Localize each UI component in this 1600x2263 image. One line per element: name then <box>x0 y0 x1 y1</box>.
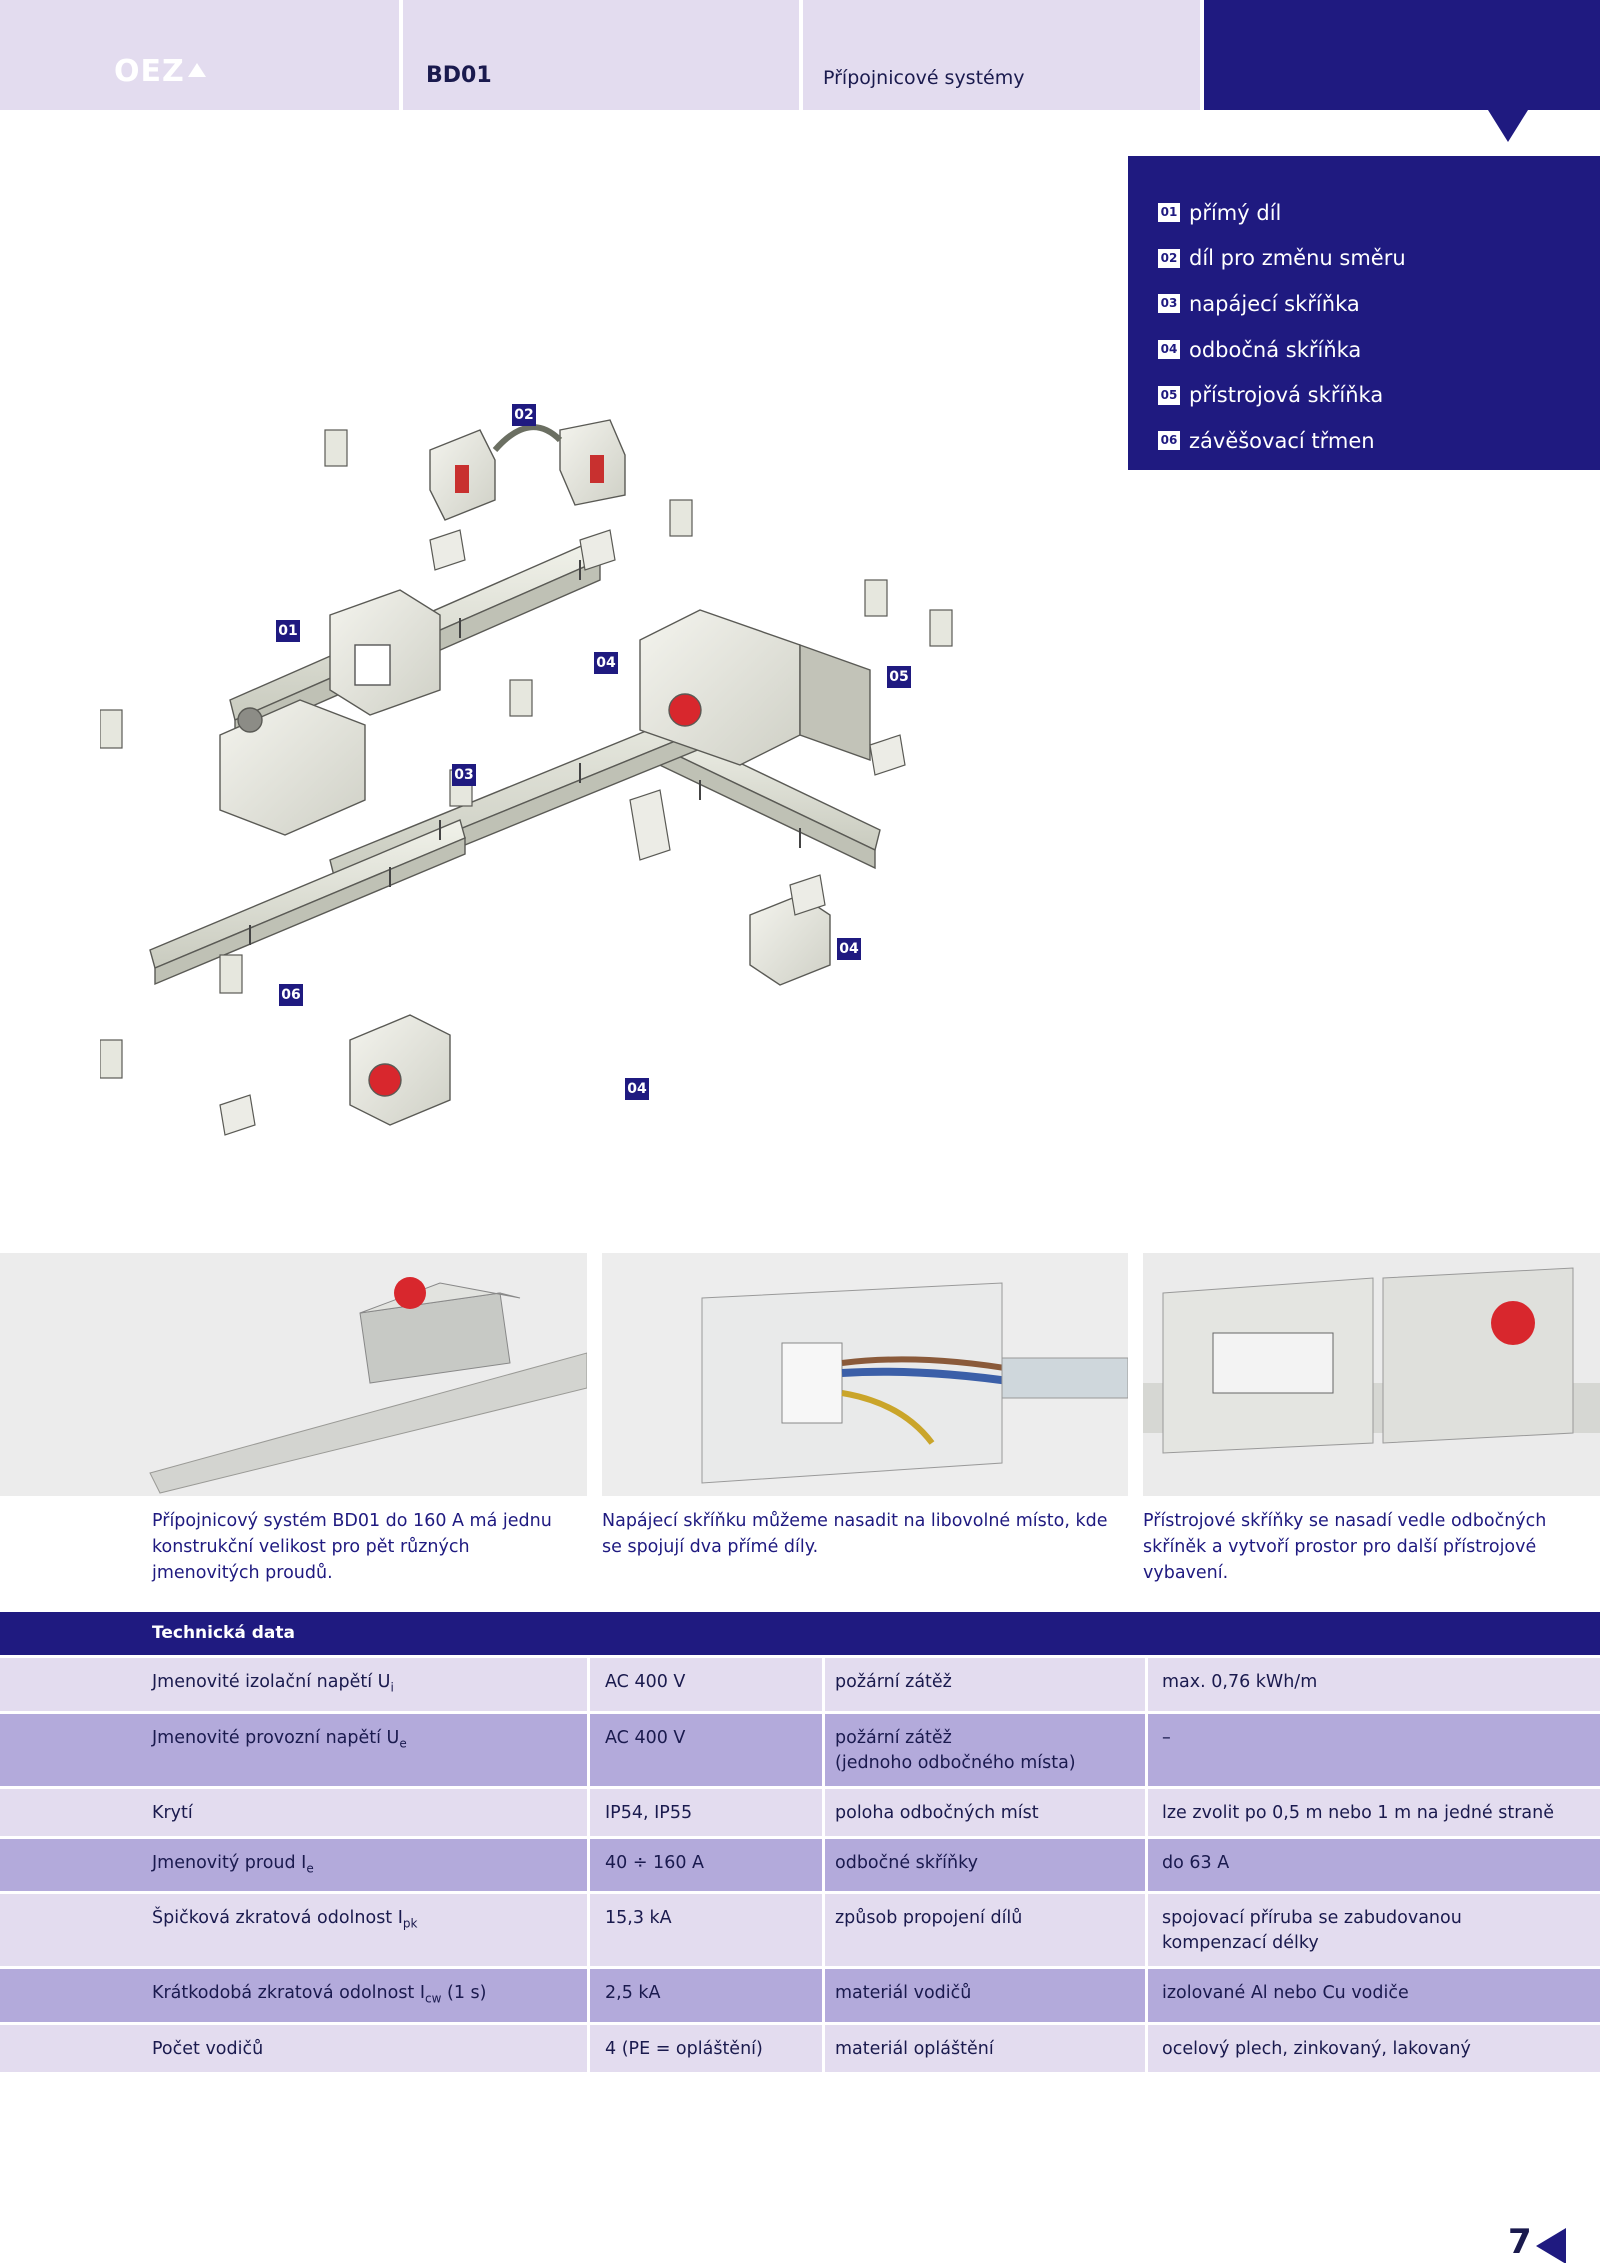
diagram-drawing <box>99 419 953 1136</box>
branch-box <box>349 1014 451 1126</box>
legend-item: 06 závěšovací třmen <box>1158 418 1600 464</box>
legend-item: 03 napájecí skříňka <box>1158 281 1600 327</box>
table-title: Technická data <box>0 1612 1600 1655</box>
legend-label: odbočná skříňka <box>1189 337 1362 362</box>
branch-box <box>749 894 831 986</box>
straight-rail-part <box>149 819 466 969</box>
header-section-cell: Přípojnicové systémy <box>803 0 1200 110</box>
legend-label: závěšovací třmen <box>1189 428 1375 453</box>
callout-04: 04 <box>594 652 618 674</box>
table-row: Jmenovitý proud Ie 40 ÷ 160 A odbočné sk… <box>0 1838 1600 1891</box>
legend-number: 03 <box>1158 294 1180 314</box>
callout-05: 05 <box>887 666 911 688</box>
caption-busbar: Přípojnicový systém BD01 do 160 A má jed… <box>152 1511 552 1583</box>
header-notch-icon <box>1488 110 1528 142</box>
page-arrow-icon <box>1536 2228 1566 2263</box>
oez-logo: OEZ <box>114 54 206 89</box>
table-row: Jmenovité izolační napětí Ui AC 400 V po… <box>0 1658 1600 1711</box>
table-row: Špičková zkratová odolnost Ipk 15,3 kA z… <box>0 1894 1600 1966</box>
table-row: Jmenovité provozní napětí Ue AC 400 V po… <box>0 1713 1600 1786</box>
caption-feed-box: Napájecí skříňku můžeme nasadit na libov… <box>602 1511 1108 1557</box>
table-row: Krátkodobá zkratová odolnost Icw (1 s) 2… <box>0 1969 1600 2022</box>
feed-box <box>219 699 366 836</box>
callout-06: 06 <box>279 984 303 1006</box>
photo-feed-box-open <box>602 1253 1128 1496</box>
legend-number: 02 <box>1158 248 1180 268</box>
technical-data-table: Technická data Jmenovité izolační napětí… <box>0 1612 1600 2075</box>
legend-number: 01 <box>1158 203 1180 223</box>
callout-04: 04 <box>837 938 861 960</box>
table-row: Krytí IP54, IP55 poloha odbočných míst l… <box>0 1788 1600 1836</box>
callout-02: 02 <box>512 404 536 426</box>
legend-box: 01 přímý díl 02 díl pro změnu směru 03 napá… <box>1128 156 1600 470</box>
legend-number: 05 <box>1158 385 1180 405</box>
page-number: 7 <box>1508 2222 1532 2262</box>
legend-number: 04 <box>1158 340 1180 360</box>
legend-label: přístrojová skříňka <box>1189 383 1384 408</box>
section-title: Přípojnicové systémy <box>823 67 1025 89</box>
callout-03: 03 <box>452 764 476 786</box>
caption-device-box: Přístrojové skříňky se nasadí vedle odbo… <box>1143 1511 1547 1583</box>
legend-item: 05 přístrojová skříňka <box>1158 372 1600 418</box>
product-name: BD01 <box>426 63 492 88</box>
legend-item: 01 přímý díl <box>1158 190 1600 236</box>
callout-04: 04 <box>625 1078 649 1100</box>
legend-label: díl pro změnu směru <box>1189 246 1406 271</box>
legend-number: 06 <box>1158 431 1180 451</box>
page-header: OEZ BD01 Přípojnicové systémy <box>0 0 1600 142</box>
callout-01: 01 <box>276 620 300 642</box>
photo-busbar-with-box <box>0 1253 587 1496</box>
legend-label: napájecí skříňka <box>1189 291 1360 316</box>
legend-label: přímý díl <box>1189 200 1282 225</box>
busbar-system-diagram: 02 01 04 05 03 04 06 04 <box>99 380 1200 1240</box>
logo-triangle-icon <box>187 63 206 77</box>
header-product-cell: BD01 <box>403 0 799 110</box>
legend-item: 04 odbočná skříňka <box>1158 327 1600 373</box>
header-logo-cell: OEZ <box>0 0 399 110</box>
photo-device-box <box>1143 1253 1600 1496</box>
header-accent-cell <box>1204 0 1600 110</box>
legend-item: 02 díl pro změnu směru <box>1158 236 1600 282</box>
table-row: Počet vodičů 4 (PE = opláštění) materiál… <box>0 2024 1600 2072</box>
